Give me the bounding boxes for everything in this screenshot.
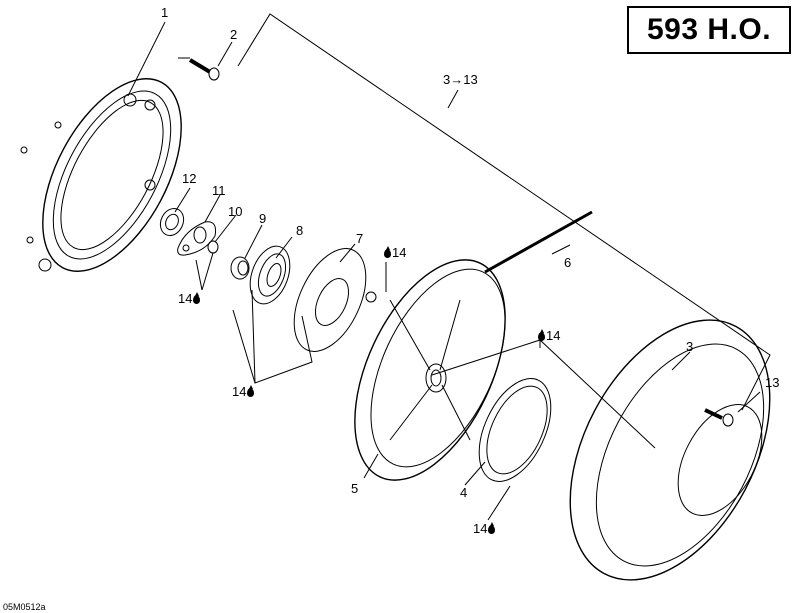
callout-4: 4: [460, 485, 468, 500]
callout-5: 5: [351, 481, 359, 496]
callout-7: 7: [356, 231, 364, 246]
drawing-code: 05M0512a: [3, 602, 46, 612]
oil-drop-icon: [384, 246, 391, 258]
part-4-recoil-spring: [478, 378, 552, 482]
oil-drop-icon: [247, 385, 255, 397]
callout-14-cam: 14: [383, 246, 406, 260]
part-10-washer: [207, 240, 219, 254]
callout-3: 3: [686, 339, 694, 354]
part-3-cover: [569, 319, 771, 581]
callout-14-pulley: 14: [537, 329, 560, 343]
part-1-housing-ring: [20, 78, 182, 272]
callout-14-spring: 14: [232, 385, 255, 399]
callout-10: 10: [228, 204, 243, 219]
callout-9: 9: [259, 211, 267, 226]
callout-8: 8: [296, 223, 304, 238]
part-5-pulley: [354, 259, 506, 481]
part-7-cam: [293, 248, 367, 352]
callout-14-plate: 14: [178, 292, 201, 306]
callout-14-recoil: 14: [473, 522, 496, 536]
part-12-bearing: [159, 207, 185, 237]
callout-3-to-13: 3→13: [443, 72, 478, 87]
callout-6: 6: [564, 255, 572, 270]
part-6-rope: [484, 210, 593, 274]
callout-2: 2: [230, 27, 238, 42]
part-11-plate: [177, 221, 216, 256]
oil-drop-icon: [538, 329, 545, 341]
part-13-bolt: [704, 408, 723, 420]
callout-13: 13: [765, 375, 780, 390]
oil-drop-icon: [488, 522, 496, 534]
callout-12: 12: [182, 171, 197, 186]
part-8-spring: [249, 245, 291, 305]
oil-drop-icon: [193, 292, 201, 304]
part-2-bolt: [188, 58, 220, 81]
callout-1: 1: [161, 5, 169, 20]
callout-11: 11: [212, 183, 226, 198]
model-title: 593 H.O.: [627, 6, 791, 54]
part-9-bushing: [230, 256, 250, 280]
